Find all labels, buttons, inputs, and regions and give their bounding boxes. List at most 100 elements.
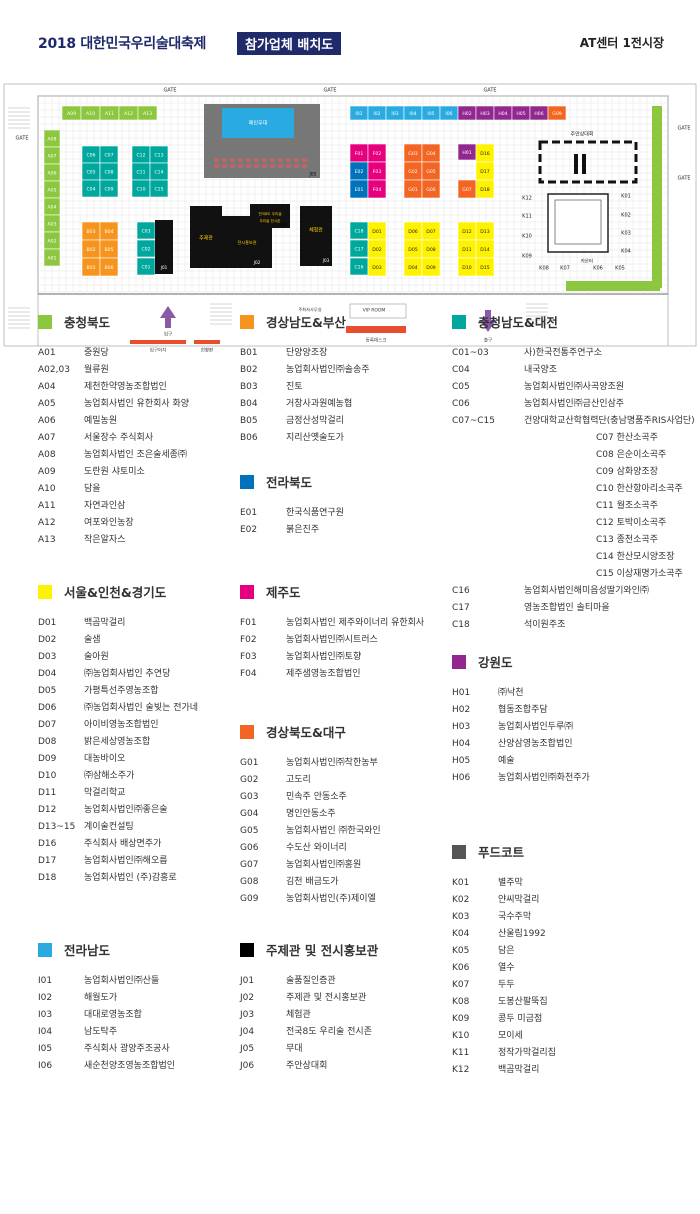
seat [294, 158, 299, 162]
region-block [582, 154, 586, 174]
map-label: VIP ROOM [363, 308, 386, 314]
booth-code: I05 [38, 1044, 53, 1054]
booth-code: A13 [38, 535, 56, 545]
booth-label: D06 [408, 229, 417, 235]
booth-code: E02 [240, 525, 258, 535]
exhibitor-name: 농업회사법인㈜산들 [84, 976, 160, 986]
booth-code: K08 [452, 997, 470, 1007]
region-block [574, 154, 578, 174]
booth-code: K02 [452, 895, 470, 905]
exit-arrow-icon [480, 310, 496, 332]
booth-code: C06 [452, 399, 470, 409]
legend-header: 제주도 [240, 582, 424, 601]
exhibitor-name: 두두 [498, 980, 515, 990]
booth-code [524, 532, 596, 549]
booth-code: D08 [38, 737, 57, 747]
exhibitor-name: 체험관 [286, 1010, 311, 1020]
booth-label: C05 [86, 170, 95, 176]
booth-label: A03 [48, 222, 57, 228]
booth-code: K03 [452, 912, 470, 922]
exhibitor-name: 아이비영농조합법인 [84, 720, 159, 730]
booth-code: J05 [240, 1044, 255, 1054]
booth-label: C16 [354, 265, 363, 271]
booth-code: F02 [240, 635, 257, 645]
exhibitor-name: 산양삼영농조합법인 [498, 739, 573, 749]
exhibitor-name: 농업회사법인㈜시트러스 [286, 635, 378, 645]
booth-label: H01 [462, 150, 471, 156]
region-label: 주안상대회 [570, 131, 593, 138]
booth-label: I03 [391, 111, 398, 117]
exhibitor-name: 농업회사법인㈜좋은술 [84, 805, 168, 815]
region-label: J02 [253, 260, 261, 265]
region-block [155, 220, 173, 274]
legend-row: H01㈜낙천 [452, 685, 590, 702]
booth-label: I06 [445, 111, 452, 117]
food-label: K07 [560, 266, 570, 272]
exhibitor-name: 한국식품연구원 [286, 508, 344, 518]
region-label: 카운터 [581, 258, 593, 265]
booth [367, 179, 387, 199]
booth-label: B01 [87, 265, 96, 271]
booth-code: K06 [452, 963, 470, 973]
booth-code: I06 [38, 1061, 53, 1071]
booth-code: H02 [452, 705, 471, 715]
booth-label: A11 [105, 111, 114, 117]
booth [547, 105, 567, 121]
booth-code: C18 [452, 620, 470, 630]
booth-code: D04 [38, 669, 57, 679]
booth-code: A01 [38, 348, 56, 358]
entrance-arrow-icon [160, 306, 176, 328]
booth-label: B03 [87, 229, 96, 235]
food-label: K08 [539, 266, 549, 272]
competition-area [538, 140, 638, 184]
seat [222, 164, 227, 168]
booth-code: E01 [240, 508, 258, 518]
booth-label: H03 [480, 111, 489, 117]
booth-code [524, 515, 596, 532]
booth-code: A12 [38, 518, 56, 528]
exhibitor-name: 모이세 [498, 1031, 523, 1041]
map-label: 출구 [484, 337, 492, 344]
booth-label: C07 [104, 153, 113, 159]
color-swatch [452, 314, 466, 329]
food-label: K05 [615, 266, 625, 272]
booth-code: D18 [38, 873, 57, 883]
seat [302, 158, 307, 162]
exhibitor-name: ㈜삼해소주가 [84, 771, 135, 781]
exhibitor-name: 거창사과원예농협 [286, 399, 353, 409]
booth-label: C09 [104, 187, 113, 193]
exhibitor-name: C13 종천소곡주 [596, 535, 658, 545]
booth-label: C04 [86, 187, 95, 193]
booth-label: A07 [48, 154, 57, 160]
food-label: K01 [621, 194, 631, 200]
stage-label: 메인무대 [249, 120, 268, 127]
color-swatch [38, 584, 52, 599]
food-label: K12 [522, 196, 532, 202]
exhibitor-name: 여포와인농장 [84, 518, 134, 528]
map-label: 입구아치 [150, 347, 167, 354]
color-swatch [38, 942, 52, 957]
legend-row: C15 이상재명가소곡주 [452, 566, 695, 583]
booth-code: D07 [38, 720, 57, 730]
exhibitor-name: 밝은세상영농조합 [84, 737, 151, 747]
legend-row: F02 농업회사법인㈜시트러스 [240, 632, 424, 649]
legend-row: D06㈜농업회사법인 술빚는 전가네 [38, 700, 198, 717]
